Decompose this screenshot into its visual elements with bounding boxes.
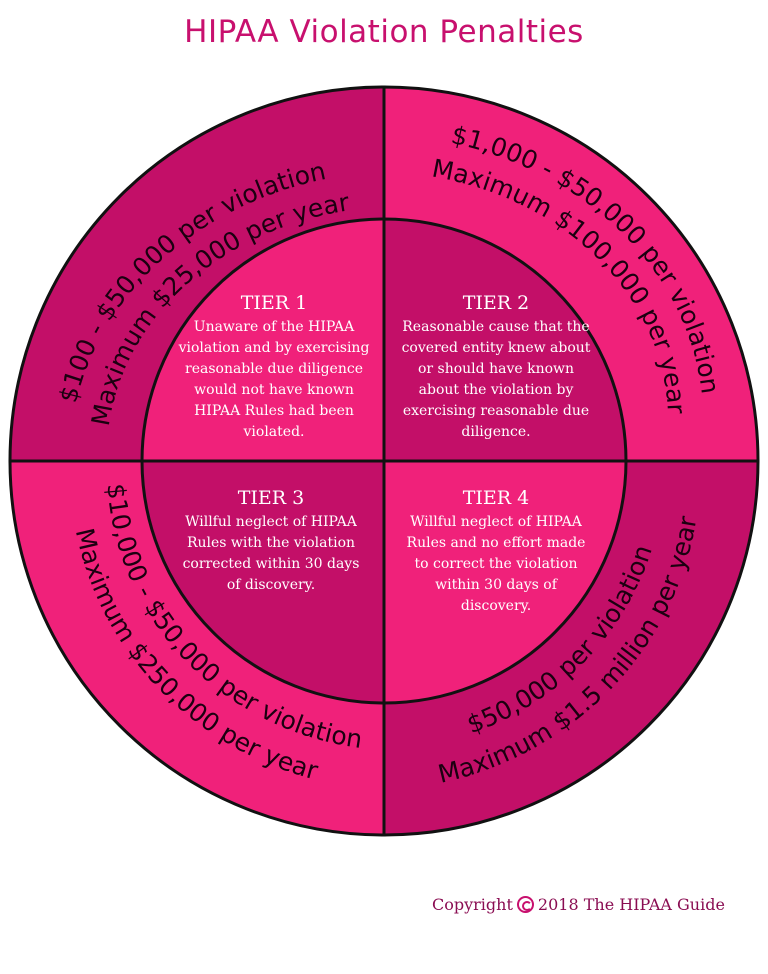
copyright-text-before: Copyright [432, 895, 513, 914]
tier-4-box: TIER 4 Willful neglect of HIPAA Rules an… [404, 487, 588, 617]
tier-3-description: Willful neglect of HIPAA Rules with the … [182, 514, 360, 593]
copyright-icon [516, 896, 534, 913]
tier-1-description: Unaware of the HIPAA violation and by ex… [178, 319, 370, 440]
copyright-text-after: 2018 The HIPAA Guide [537, 895, 725, 914]
page-title: HIPAA Violation Penalties [184, 14, 584, 50]
inner-quadrant-4 [382, 459, 628, 705]
tier-2-box: TIER 2 Reasonable cause that the covered… [398, 292, 594, 443]
inner-circle [140, 217, 628, 705]
inner-quadrant-3 [140, 459, 386, 705]
copyright-notice: Copyright 2018 The HIPAA Guide [432, 895, 725, 914]
tier-2-title: TIER 2 [462, 292, 530, 314]
tier-1-box: TIER 1 Unaware of the HIPAA violation an… [176, 292, 372, 443]
inner-quadrant-1 [140, 217, 386, 463]
inner-quadrant-2 [382, 217, 628, 463]
tier-3-box: TIER 3 Willful neglect of HIPAA Rules wi… [180, 487, 362, 596]
tier-3-title: TIER 3 [237, 487, 305, 509]
tier-4-title: TIER 4 [462, 487, 530, 509]
tier-2-description: Reasonable cause that the covered entity… [401, 319, 591, 440]
tier-1-title: TIER 1 [240, 292, 308, 314]
tier-4-description: Willful neglect of HIPAA Rules and no ef… [406, 514, 586, 614]
